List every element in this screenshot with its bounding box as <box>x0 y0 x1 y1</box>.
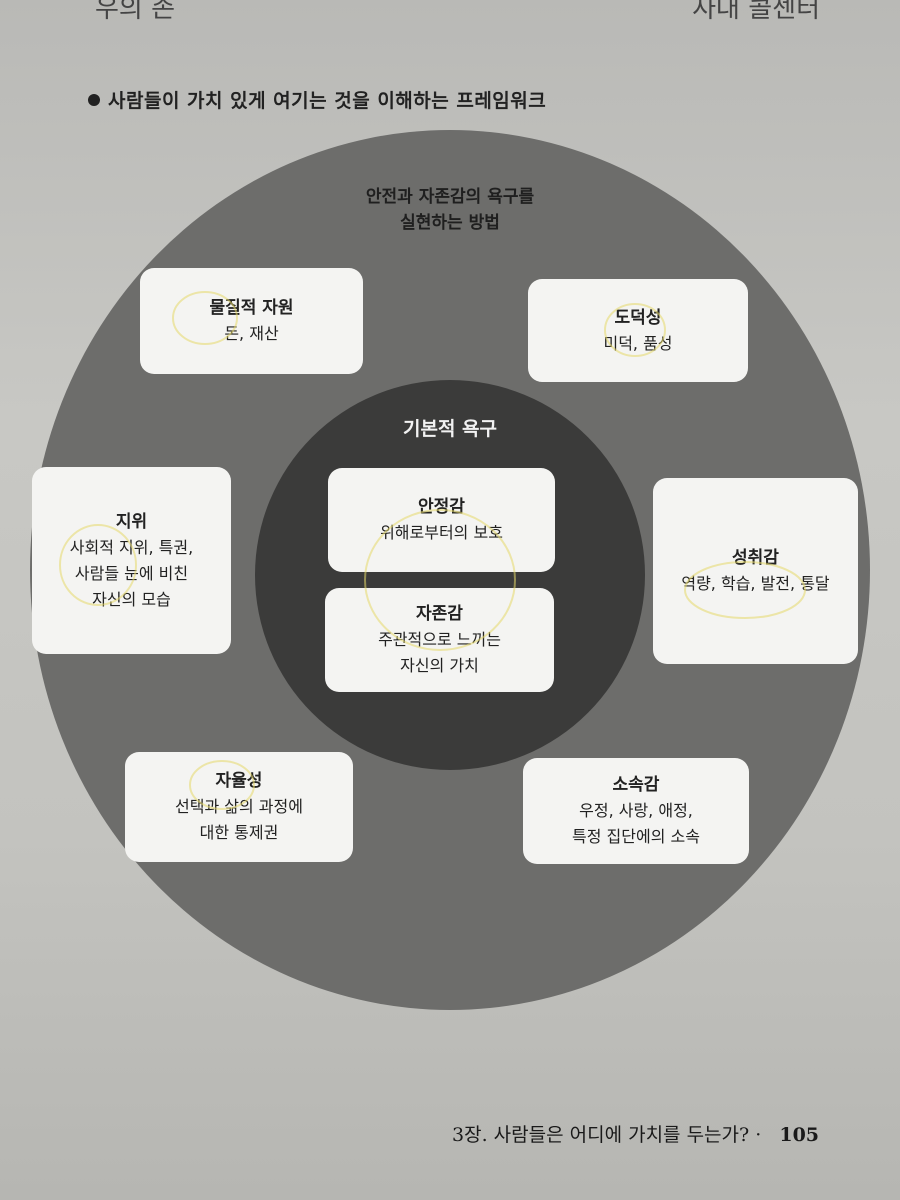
box-desc: 우정, 사랑, 애정, 특정 집단에의 소속 <box>572 801 700 846</box>
box-self-esteem: 자존감 주관적으로 느끼는 자신의 가치 <box>325 588 554 692</box>
page-header: 우의 존 사대 콜센터 <box>0 0 900 28</box>
box-title: 성취감 <box>732 548 779 568</box>
box-morality: 도덕성 미덕, 품성 <box>528 279 748 382</box>
header-right-text: 사대 콜센터 <box>692 0 820 24</box>
bullet-icon <box>88 94 100 106</box>
box-security: 안정감 위해로부터의 보호 <box>328 468 555 572</box>
header-left-text: 우의 존 <box>95 0 176 24</box>
caption-text: 사람들이 가치 있게 여기는 것을 이해하는 프레임워크 <box>108 90 547 112</box>
box-desc: 돈, 재산 <box>224 324 279 343</box>
box-desc: 사회적 지위, 특권, 사람들 눈에 비친 자신의 모습 <box>69 537 194 609</box>
box-material-resources: 물질적 자원 돈, 재산 <box>140 268 363 374</box>
page-number: 105 <box>779 1124 820 1146</box>
box-desc: 역량, 학습, 발전, 통달 <box>681 574 830 593</box>
box-title: 지위 <box>115 511 148 532</box>
box-autonomy: 자율성 선택과 삶의 과정에 대한 통제권 <box>125 752 353 862</box>
outer-circle-title: 안전과 자존감의 욕구를 실현하는 방법 <box>365 187 535 233</box>
box-achievement: 성취감 역량, 학습, 발전, 통달 <box>653 478 858 664</box>
chapter-title: 3장. 사람들은 어디에 가치를 두는가? <box>452 1124 750 1146</box>
box-title: 자존감 <box>416 604 463 624</box>
box-belonging: 소속감 우정, 사랑, 애정, 특정 집단에의 소속 <box>523 758 749 864</box>
box-title: 도덕성 <box>614 307 662 328</box>
box-desc: 미덕, 품성 <box>603 333 673 353</box>
footer-separator: · <box>755 1124 762 1146</box>
box-title: 물질적 자원 <box>209 298 294 318</box>
box-desc: 선택과 삶의 과정에 대한 통제권 <box>175 797 303 842</box>
box-desc: 위해로부터의 보호 <box>380 523 503 542</box>
box-status: 지위 사회적 지위, 특권, 사람들 눈에 비친 자신의 모습 <box>32 467 231 654</box>
inner-circle-title: 기본적 욕구 <box>402 418 497 440</box>
box-title: 소속감 <box>612 775 660 795</box>
box-title: 자율성 <box>215 771 263 791</box>
page-footer: 3장. 사람들은 어디에 가치를 두는가? · 105 <box>452 1120 819 1147</box>
box-desc: 주관적으로 느끼는 자신의 가치 <box>378 630 501 675</box>
figure-caption: 사람들이 가치 있게 여기는 것을 이해하는 프레임워크 <box>88 86 546 113</box>
box-title: 안정감 <box>418 497 465 517</box>
